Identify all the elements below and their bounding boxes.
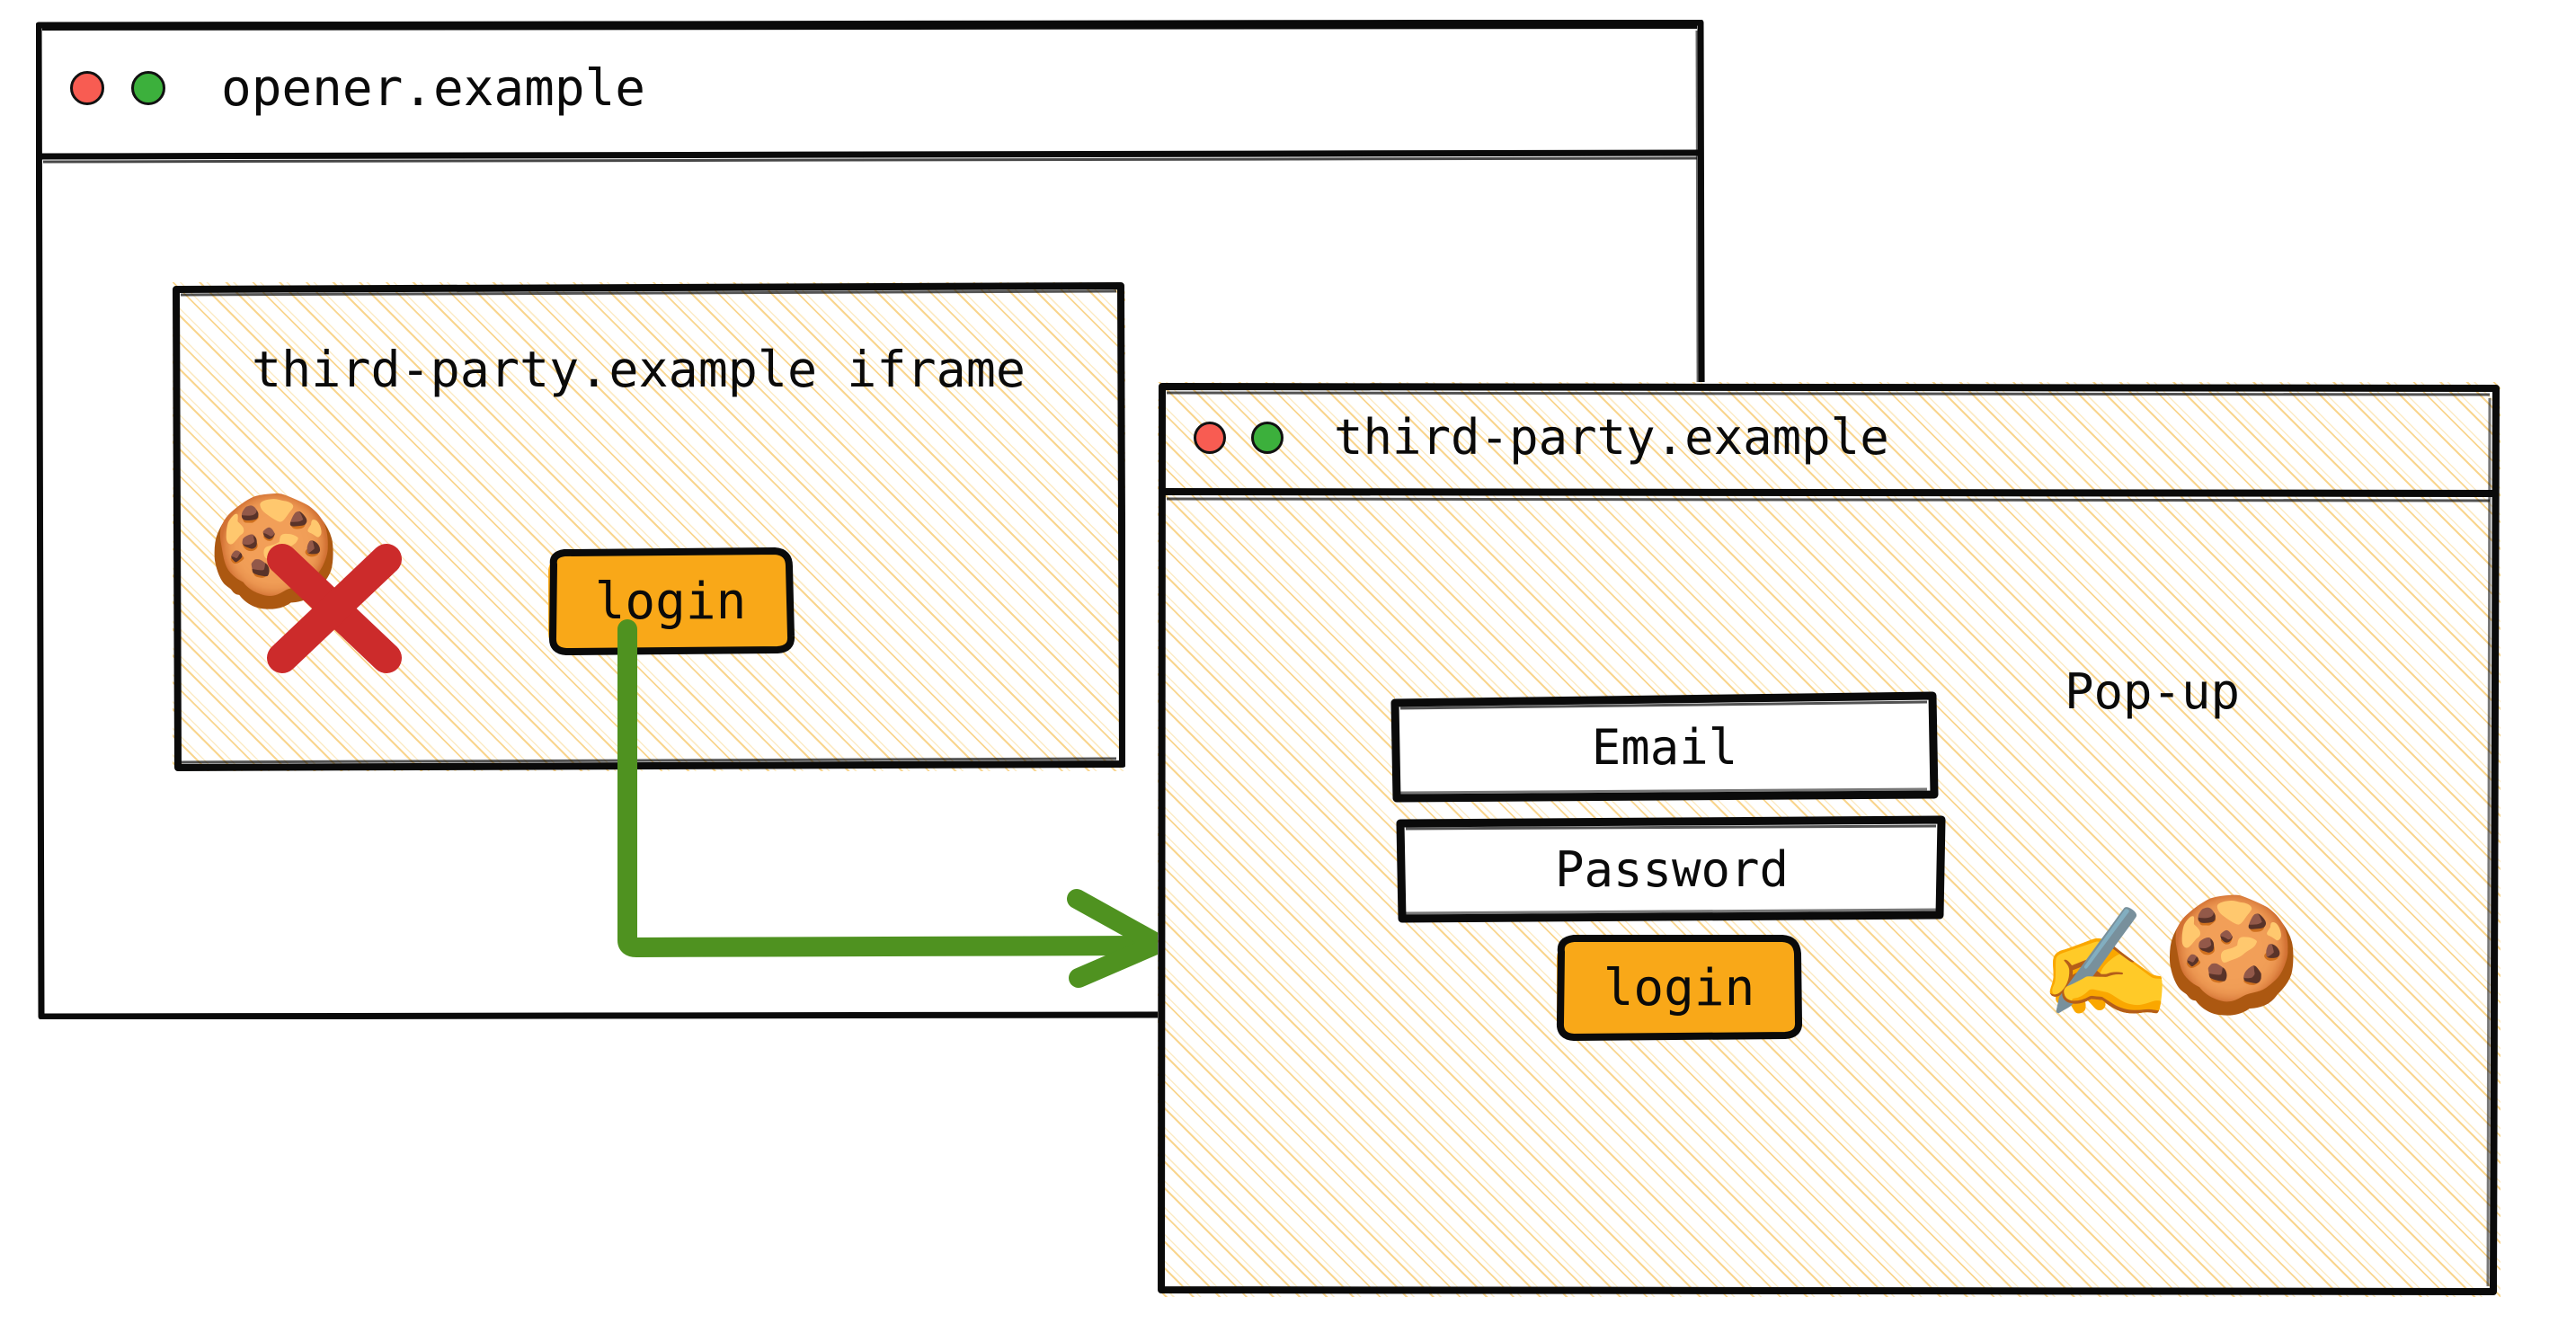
close-icon[interactable] bbox=[1194, 421, 1226, 454]
email-field[interactable]: Email bbox=[1390, 691, 1939, 803]
popup-titlebar: third-party.example bbox=[1158, 382, 2500, 493]
popup-login-button[interactable]: login bbox=[1556, 935, 1803, 1041]
opener-titlebar: opener.example bbox=[36, 20, 1706, 156]
cookie-icon: 🍪 bbox=[2162, 890, 2302, 1020]
popup-login-button-label: login bbox=[1603, 958, 1755, 1017]
popup-window-title: third-party.example bbox=[1334, 409, 1889, 466]
iframe-login-button[interactable]: login bbox=[548, 547, 795, 655]
close-icon[interactable] bbox=[70, 71, 104, 105]
password-field[interactable]: Password bbox=[1396, 815, 1946, 923]
email-field-label: Email bbox=[1591, 718, 1738, 776]
iframe-label: third-party.example iframe bbox=[252, 341, 1026, 398]
writing-hand-icon: ✍️ bbox=[2039, 902, 2173, 1026]
password-field-label: Password bbox=[1554, 840, 1790, 898]
iframe-login-button-label: login bbox=[594, 572, 747, 631]
popup-annotation-label: Pop-up bbox=[2065, 663, 2241, 720]
maximize-icon[interactable] bbox=[1251, 421, 1284, 454]
popup-browser-window: third-party.example bbox=[1158, 382, 2500, 1297]
opener-window-title: opener.example bbox=[221, 58, 646, 118]
maximize-icon[interactable] bbox=[131, 71, 165, 105]
red-cross-icon bbox=[267, 544, 402, 673]
